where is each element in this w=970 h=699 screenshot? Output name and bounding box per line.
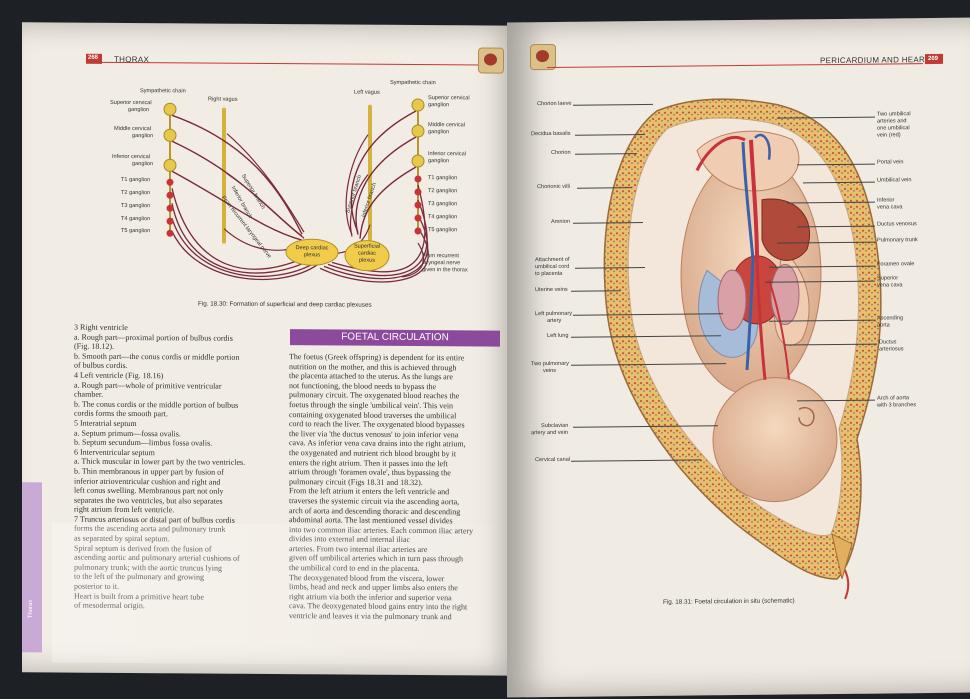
right-recurrent-label-1: From recurrent bbox=[422, 253, 459, 260]
left-superior-ganglion-label-2: ganglion bbox=[128, 106, 150, 114]
left-inferior-ganglion-label-1: Inferior cervical bbox=[112, 153, 150, 161]
left-superior-ganglion-label-1: Superior cervical bbox=[110, 99, 152, 107]
fig-18-30-caption: Fig. 18.30: Formation of superficial and… bbox=[198, 300, 372, 309]
right-t3-label: T3 ganglion bbox=[428, 201, 458, 208]
ascending-aorta-label-1: Ascending bbox=[877, 315, 904, 322]
arch-of-aorta-label-1: Arch of aorta bbox=[877, 395, 910, 402]
right-t1-label: T1 ganglion bbox=[428, 175, 458, 182]
umbilical-vessels-label-1: Two umbilical bbox=[877, 111, 911, 118]
arch-of-aorta-label-2: with 3 branches bbox=[877, 402, 917, 409]
two-pulmonary-veins-label-1: Two pulmonary bbox=[531, 360, 569, 368]
right-page: PERICARDIUM AND HEART 269 bbox=[507, 17, 970, 698]
right-superior-ganglion-label-2: ganglion bbox=[428, 102, 450, 109]
chorion-label: Chorion bbox=[551, 149, 571, 156]
umbilical-vessels-label-3: one umbilical bbox=[877, 125, 910, 132]
chorion-laeve-label: Chorion laeve bbox=[537, 100, 572, 108]
umbilical-vessels-label-2: arteries and bbox=[877, 118, 907, 125]
right-recurrent-label-3: given in the thorax bbox=[422, 267, 468, 274]
left-pulmonary-artery-label-2: artery bbox=[547, 317, 562, 325]
list-line: of mesodermal origin. bbox=[74, 600, 145, 611]
embryology-list: 3 Right ventricle a. Rough part—proximal… bbox=[74, 323, 299, 612]
right-t4-label: T4 ganglion bbox=[428, 214, 458, 221]
uterine-veins-label: Uterine veins bbox=[535, 286, 568, 294]
umbilical-attachment-label-2: umbilical cord bbox=[535, 263, 570, 271]
right-inferior-ganglion-label-2: ganglion bbox=[428, 158, 450, 165]
right-middle-ganglion-label-2: ganglion bbox=[428, 129, 450, 136]
inferior-vena-cava-label-1: Inferior bbox=[877, 197, 895, 204]
cervical-canal-label: Cervical canal bbox=[535, 456, 571, 464]
decidua-basalis-label: Decidua basalis bbox=[531, 130, 571, 138]
foetal-circulation-heading: FOETAL CIRCULATION bbox=[290, 329, 500, 347]
pulmonary-trunk-label: Pulmonary trunk bbox=[877, 237, 918, 244]
left-vagus-label: Left vagus bbox=[354, 89, 380, 96]
left-middle-ganglion-label-1: Middle cervical bbox=[114, 125, 151, 133]
list-line: a. Rough part—whole of primitive ventric… bbox=[74, 380, 222, 391]
right-inferior-ganglion-label-1: Inferior cervical bbox=[428, 151, 466, 158]
umbilical-attachment-label-3: to placenta bbox=[535, 270, 563, 278]
left-sympathetic-chain-label: Sympathetic chain bbox=[140, 88, 186, 95]
foetal-circulation-text: The foetus (Greek offspring) is dependen… bbox=[289, 352, 504, 622]
left-lung-label: Left lung bbox=[547, 332, 569, 340]
right-vagus-label: Right vagus bbox=[208, 96, 238, 103]
left-inferior-ganglion-label-2: ganglion bbox=[132, 161, 154, 168]
ductus-arteriosus-label-1: Ductus bbox=[879, 339, 897, 346]
cardiac-plexus-diagram bbox=[163, 98, 429, 283]
inferior-vena-cava-label-2: vena cava bbox=[877, 204, 903, 211]
right-recurrent-label-2: laryngeal nerve bbox=[422, 260, 461, 267]
deep-plexus-label-2: plexus bbox=[303, 252, 321, 259]
ductus-arteriosus-label-2: arteriosus bbox=[879, 346, 904, 353]
left-pulmonary-artery-label-1: Left pulmonary bbox=[535, 310, 573, 318]
chorionic-villi-label: Chorionic villi bbox=[537, 183, 570, 191]
foramen-ovale-label: Foramen ovale bbox=[877, 261, 915, 268]
ascending-aorta-label-2: aorta bbox=[877, 322, 890, 329]
left-t2-label: T2 ganglion bbox=[121, 189, 151, 197]
right-t2-label: T2 ganglion bbox=[428, 188, 458, 195]
thorax-side-tab-label: Thorax bbox=[28, 599, 34, 619]
thorax-side-tab bbox=[22, 482, 42, 653]
right-middle-ganglion-label-1: Middle cervical bbox=[428, 122, 465, 129]
subclavian-label-1: Subclavian bbox=[541, 422, 569, 430]
superior-vena-cava-label-1: Superior bbox=[877, 275, 899, 282]
umbilical-vessels-label-4: vein (red) bbox=[877, 132, 901, 139]
superficial-plexus-label-1: Superficial bbox=[353, 243, 381, 250]
fig-18-31-caption: Fig. 18.31: Foetal circulation in situ (… bbox=[663, 597, 795, 606]
deep-plexus-label-1: Deep cardiac bbox=[295, 245, 329, 252]
superficial-plexus-label-2: cardiac bbox=[357, 250, 377, 257]
left-t3-label: T3 ganglion bbox=[121, 202, 151, 210]
superficial-plexus-label-3: plexus bbox=[358, 257, 376, 264]
two-pulmonary-veins-label-2: veins bbox=[543, 367, 557, 375]
left-t4-label: T4 ganglion bbox=[121, 215, 151, 223]
right-superior-ganglion-label-1: Superior cervical bbox=[428, 95, 470, 102]
superior-vena-cava-label-2: vena cava bbox=[877, 282, 903, 289]
foetal-circulation-illustration bbox=[603, 98, 882, 600]
right-t5-label: T5 ganglion bbox=[428, 227, 458, 234]
umbilical-vein-label: Umbilical vein bbox=[877, 177, 912, 184]
left-middle-ganglion-label-2: ganglion bbox=[132, 133, 154, 140]
ductus-venosus-label: Ductus venosus bbox=[877, 221, 917, 228]
paragraph-line: ventricle and leaves it via the pulmonar… bbox=[289, 611, 452, 622]
amnion-label: Amnion bbox=[551, 218, 570, 225]
right-sympathetic-chain-label: Sympathetic chain bbox=[390, 79, 436, 87]
portal-vein-label: Portal vein bbox=[877, 159, 904, 166]
subclavian-label-2: artery and vein bbox=[531, 429, 569, 437]
left-page: 268 THORAX bbox=[22, 22, 522, 676]
left-t5-label: T5 ganglion bbox=[121, 227, 151, 235]
left-t1-label: T1 ganglion bbox=[121, 176, 151, 184]
